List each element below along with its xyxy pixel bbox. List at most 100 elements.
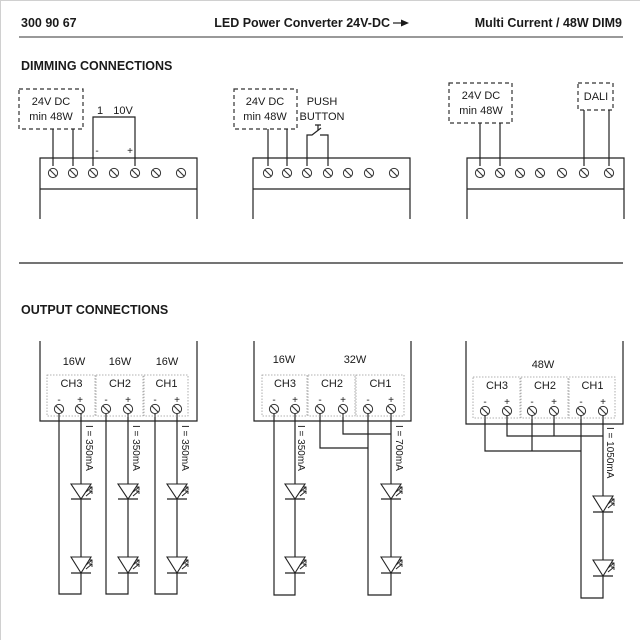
minus-label: - bbox=[57, 395, 60, 406]
led-icon bbox=[592, 559, 615, 578]
screw-terminal bbox=[534, 167, 546, 179]
terminal-block bbox=[39, 157, 198, 219]
screw-terminal bbox=[108, 167, 120, 179]
terminal-block bbox=[252, 157, 411, 219]
supply-voltage: 24V DC bbox=[246, 96, 285, 108]
led-icon bbox=[283, 483, 307, 500]
led-icon bbox=[165, 483, 189, 500]
led-icon bbox=[70, 556, 93, 575]
dimming-diagram-1-10v: 24V DC min 48W 1 10V - + bbox=[18, 88, 198, 219]
dimming-diagram-2-push-button: 24V DC min 48W PUSH BUTTON bbox=[233, 88, 411, 219]
supply-power: min 48W bbox=[459, 105, 503, 117]
supply-box bbox=[233, 88, 298, 130]
screw-terminal bbox=[100, 403, 112, 415]
screw-terminal bbox=[342, 167, 354, 179]
led-icon bbox=[116, 483, 140, 500]
button-label: BUTTON bbox=[299, 111, 344, 123]
output-heading: OUTPUT CONNECTIONS bbox=[21, 303, 168, 317]
channel-label: CH3 bbox=[60, 378, 82, 390]
output-diagram-2-combined: 16W 32W I = 350mA I = 700mA bbox=[253, 341, 412, 596]
screw-terminal bbox=[575, 405, 587, 417]
screw-terminal bbox=[281, 167, 293, 179]
screw-terminal bbox=[262, 167, 274, 179]
channel-box bbox=[568, 376, 616, 419]
led-icon bbox=[69, 483, 93, 500]
screw-terminal bbox=[514, 167, 526, 179]
power-ch3: 16W bbox=[63, 356, 86, 368]
screw-terminal bbox=[301, 167, 313, 179]
channel-label: CH2 bbox=[534, 380, 556, 392]
title-left: LED Power Converter 24V-DC bbox=[214, 16, 390, 30]
converter-body bbox=[39, 341, 198, 422]
channel-box bbox=[143, 374, 189, 417]
channel-box bbox=[46, 374, 96, 417]
plus-label: + bbox=[292, 395, 298, 406]
push-label: PUSH bbox=[307, 96, 338, 108]
part-number: 300 90 67 bbox=[21, 16, 77, 30]
plus-label: + bbox=[125, 395, 131, 406]
dimming-diagram-3-dali: 24V DC min 48W DALI bbox=[448, 82, 625, 219]
dimming-heading: DIMMING CONNECTIONS bbox=[21, 59, 172, 73]
channel-label: CH2 bbox=[321, 378, 343, 390]
channel-box bbox=[355, 374, 405, 417]
screw-terminal bbox=[597, 405, 609, 417]
screw-terminal bbox=[150, 167, 162, 179]
led-icon bbox=[284, 556, 307, 575]
minus-label: - bbox=[579, 397, 582, 408]
screw-terminal bbox=[175, 167, 187, 179]
channel-box bbox=[520, 376, 569, 419]
power-total: 48W bbox=[532, 359, 555, 371]
current-label: I = 350mA bbox=[130, 425, 141, 471]
channel-label: CH2 bbox=[109, 378, 131, 390]
label-1: 1 bbox=[97, 105, 103, 117]
screw-terminal bbox=[47, 167, 59, 179]
screw-terminal bbox=[322, 167, 334, 179]
minus-label: - bbox=[483, 397, 486, 408]
screw-terminal bbox=[171, 403, 183, 415]
led-icon bbox=[592, 495, 615, 514]
screw-terminal bbox=[74, 403, 86, 415]
screw-terminal bbox=[268, 403, 280, 415]
screw-terminal bbox=[87, 167, 99, 179]
converter-body bbox=[465, 341, 624, 425]
arrow-icon bbox=[393, 19, 409, 27]
screw-terminal bbox=[526, 405, 538, 417]
supply-power: min 48W bbox=[29, 111, 73, 123]
minus-label: - bbox=[95, 146, 98, 157]
dali-label: DALI bbox=[584, 91, 608, 103]
supply-box bbox=[448, 82, 513, 124]
screw-terminal bbox=[363, 167, 375, 179]
label-10v: 10V bbox=[113, 105, 133, 117]
title-right: Multi Current / 48W DIM9 bbox=[475, 16, 622, 30]
screw-terminal bbox=[501, 405, 513, 417]
minus-label: - bbox=[153, 395, 156, 406]
plus-label: + bbox=[127, 146, 133, 157]
screw-terminal bbox=[149, 403, 161, 415]
output-diagram-1-separate: 16W 16W 16W I = 350mA I = 350mA I = 350m… bbox=[39, 341, 198, 595]
screw-terminal bbox=[548, 405, 560, 417]
screw-terminal bbox=[385, 403, 397, 415]
channel-label: CH1 bbox=[581, 380, 603, 392]
led-icon bbox=[380, 556, 403, 575]
channel-box bbox=[472, 376, 521, 419]
minus-label: - bbox=[318, 395, 321, 406]
supply-voltage: 24V DC bbox=[462, 90, 501, 102]
supply-box bbox=[18, 88, 84, 130]
plus-label: + bbox=[600, 397, 606, 408]
minus-label: - bbox=[530, 397, 533, 408]
channel-label: CH3 bbox=[486, 380, 508, 392]
channel-box bbox=[95, 374, 144, 417]
output-diagram-3-all-combined: 48W I = 1050mA bbox=[465, 341, 624, 599]
minus-label: - bbox=[272, 395, 275, 406]
minus-label: - bbox=[366, 395, 369, 406]
supply-voltage: 24V DC bbox=[32, 96, 71, 108]
minus-label: - bbox=[104, 395, 107, 406]
power-ch2: 16W bbox=[109, 356, 132, 368]
led-icon bbox=[166, 556, 189, 575]
screw-terminal bbox=[362, 403, 374, 415]
screw-terminal bbox=[129, 167, 141, 179]
power-ch1-ch2: 32W bbox=[344, 354, 367, 366]
screw-terminal bbox=[603, 167, 615, 179]
